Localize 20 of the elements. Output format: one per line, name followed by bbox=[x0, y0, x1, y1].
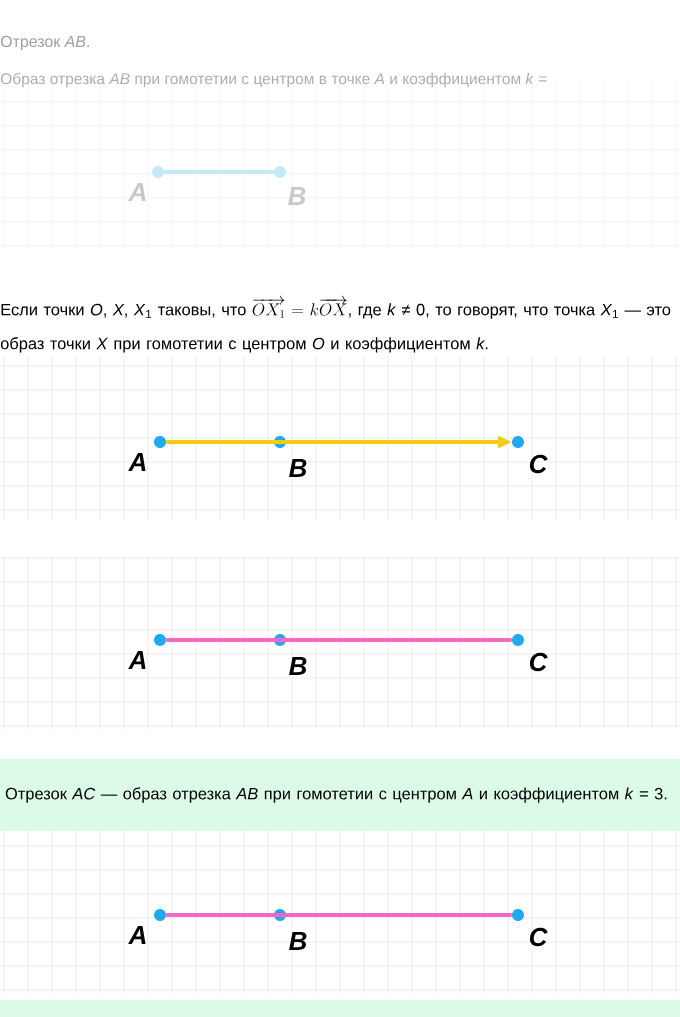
text-line: Отрезок AB. bbox=[0, 35, 89, 51]
point-label: A bbox=[128, 651, 146, 669]
point-label: A bbox=[128, 926, 146, 944]
paragraph: Если точки O, X, X$_{1}$ таковы, что $\overrightarrow{OX_1} = k\overrightarrow{OX}$, где k ≠ 0, то говорят, что точка X$_{1}$ — это образ точки X при гомотетии с центром O и коэффициентом k. bbox=[0, 295, 671, 353]
label: , где k ≠ 0, то говорят, что точка X$_{1}$ — это bbox=[349, 303, 671, 319]
point-label: B bbox=[289, 932, 307, 950]
segment bbox=[164, 170, 274, 174]
point-label: B bbox=[289, 459, 307, 477]
point-label: A bbox=[128, 453, 146, 471]
point-label: B bbox=[289, 657, 307, 675]
note-box: Отрезок AC — образ отрезка AB при гомотетии с центром A и коэффициентом k = 3. bbox=[0, 759, 680, 831]
label: образ точки X при гомотетии с центром O и коэффициентом k. bbox=[0, 337, 488, 353]
point-label: C bbox=[529, 652, 548, 672]
segment bbox=[166, 913, 512, 917]
label: Если точки O, X, X$_{1}$ таковы, что bbox=[1, 303, 246, 318]
point-label: C bbox=[529, 927, 548, 947]
point-label: C bbox=[529, 454, 548, 474]
text-line: Образ отрезка AB при гомотетии с центром в точке A и коэффициентом k = bbox=[0, 72, 547, 88]
label: $\overrightarrow{OX_1} = k\overrightarrow{OX}$ bbox=[252, 295, 347, 318]
segment bbox=[166, 638, 512, 642]
